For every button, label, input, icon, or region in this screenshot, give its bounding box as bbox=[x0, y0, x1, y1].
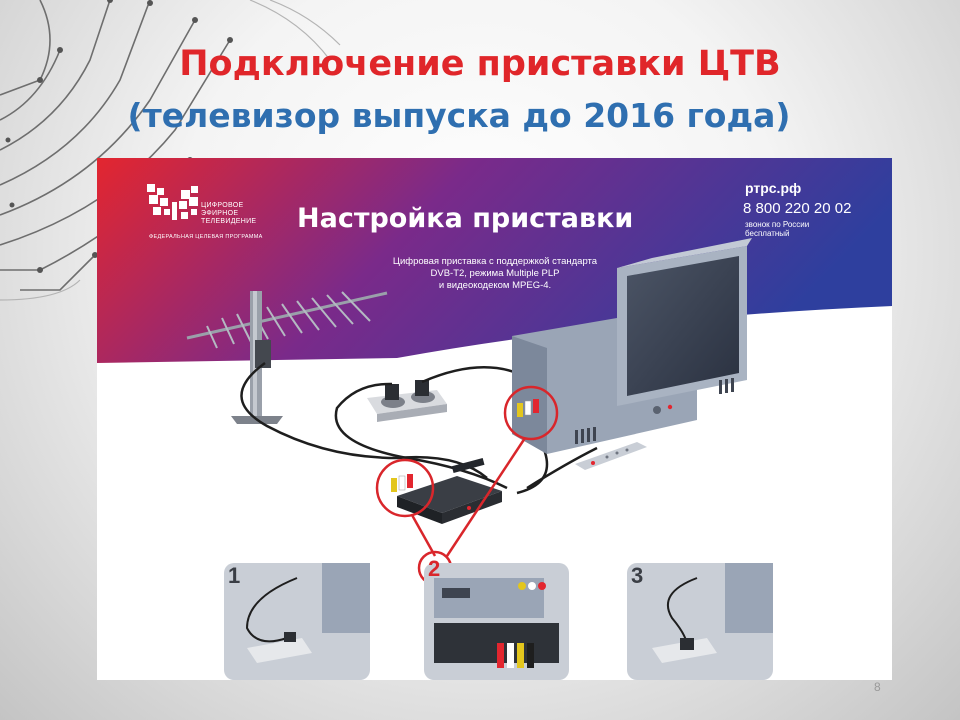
logo-text-line1: ЦИФРОВОЕ bbox=[201, 202, 244, 209]
description-line1: Цифровая приставка с поддержкой стандарт… bbox=[392, 256, 598, 267]
remote-control-icon bbox=[575, 442, 647, 470]
site-link: ртрс.рф bbox=[745, 180, 802, 196]
logo-text-line2: ЭФИРНОЕ bbox=[201, 210, 239, 217]
set-top-box-icon bbox=[397, 457, 502, 524]
butterfly-logo-icon bbox=[147, 184, 198, 220]
slide-subtitle: (телевизор выпуска до 2016 года) bbox=[127, 96, 791, 135]
tv-icon bbox=[512, 238, 752, 454]
call-note-line2: бесплатный bbox=[745, 229, 790, 238]
antenna-icon bbox=[186, 291, 388, 424]
call-note-line1: звонок по России bbox=[745, 220, 810, 229]
step-2-panel bbox=[424, 563, 569, 680]
step-1-number: 1 bbox=[228, 563, 240, 588]
slide-title: Подключение приставки ЦТВ bbox=[179, 44, 781, 84]
rca-plug-icon bbox=[391, 399, 539, 492]
poster-heading: Настройка приставки bbox=[297, 203, 634, 234]
logo-text-line3: ТЕЛЕВИДЕНИЕ bbox=[201, 218, 257, 225]
power-socket-icon bbox=[367, 380, 447, 422]
slide-number: 8 bbox=[874, 680, 881, 694]
step-3-panel bbox=[627, 563, 773, 680]
step-1-panel bbox=[224, 563, 370, 680]
setup-poster: 1 2 3 ЦИФРОВОЕ ЭФИРНОЕ ТЕЛЕВИДЕНИЕ ФЕДЕР… bbox=[97, 158, 892, 680]
poster-illustration: 1 2 3 bbox=[97, 158, 892, 680]
device-description: Цифровая приставка с поддержкой стандарт… bbox=[365, 256, 625, 292]
description-line3: и видеокодеком MPEG-4. bbox=[438, 280, 552, 291]
description-line2: DVB-T2, режима Multiple PLP bbox=[430, 268, 560, 279]
step-2-number: 2 bbox=[428, 556, 440, 581]
logo-program-text: ФЕДЕРАЛЬНАЯ ЦЕЛЕВАЯ ПРОГРАММА bbox=[149, 234, 263, 240]
hotline-phone: 8 800 220 20 02 bbox=[743, 200, 852, 217]
step-3-number: 3 bbox=[631, 563, 643, 588]
